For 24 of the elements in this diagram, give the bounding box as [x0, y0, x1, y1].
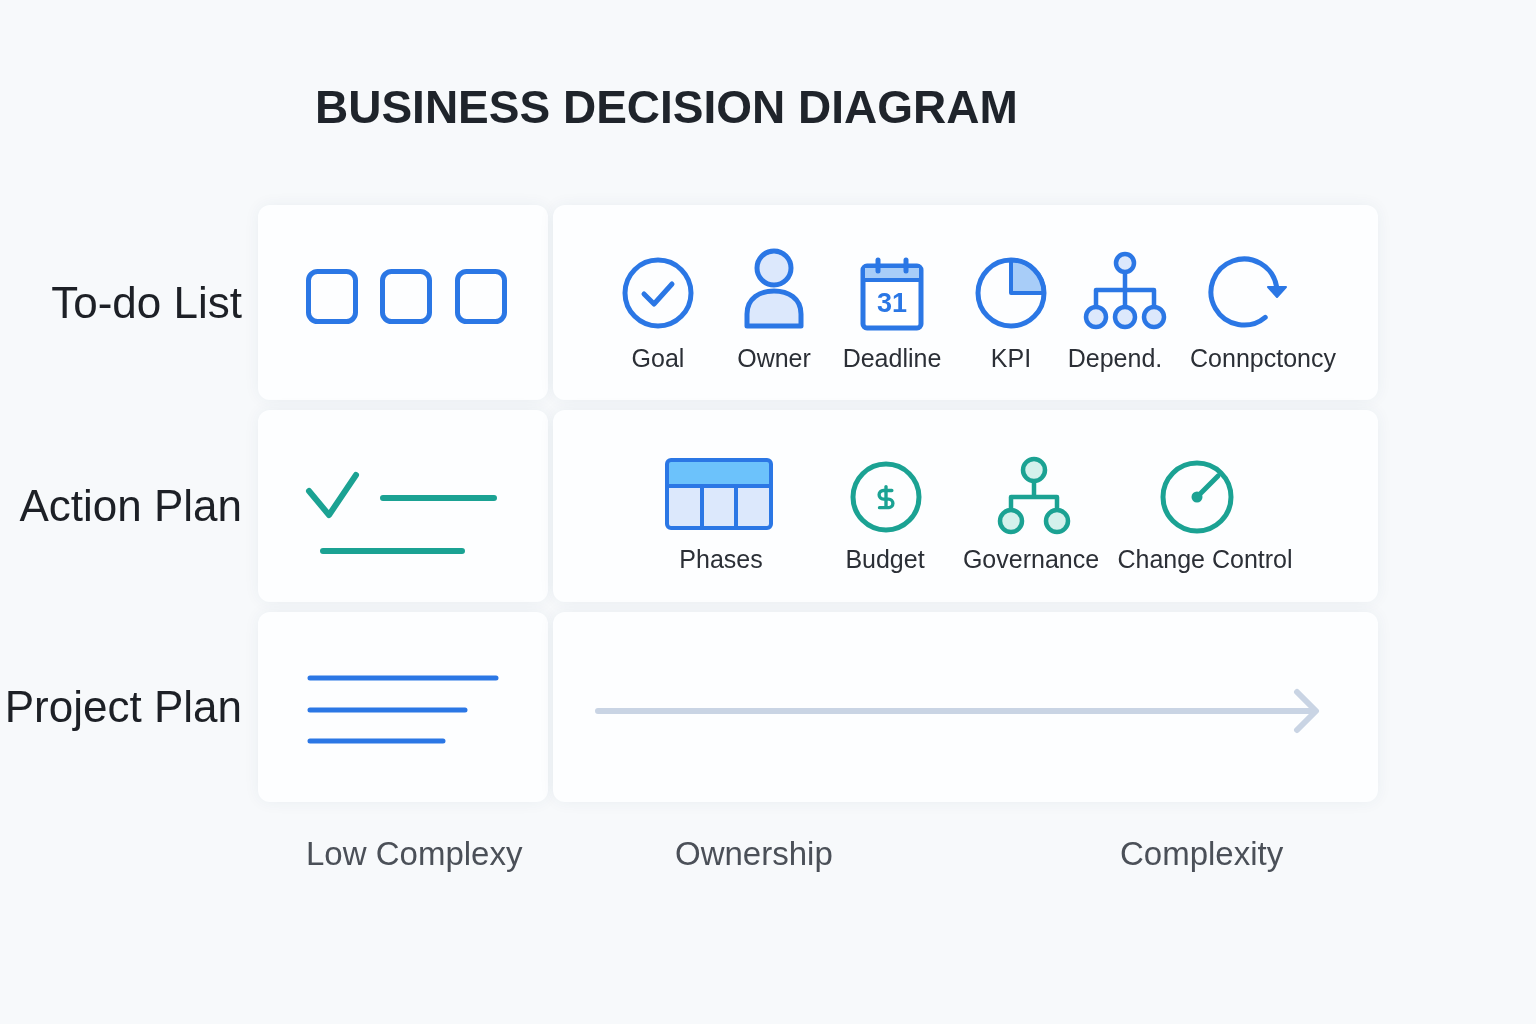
icon-caption: Governance	[962, 546, 1100, 572]
row-heading: To-do List	[51, 280, 242, 325]
calendar-date: 31	[877, 289, 907, 317]
panel-card	[258, 205, 548, 400]
icon-caption: KPI	[990, 345, 1032, 371]
icon-caption: Connpctoncy	[1190, 345, 1336, 371]
icon-caption: Goal	[631, 345, 685, 371]
row-heading: Project Plan	[4, 685, 242, 729]
icon-caption: Owner	[737, 345, 811, 371]
icon-caption: Depend.	[1067, 345, 1163, 371]
row-heading: Action Plan	[19, 484, 242, 528]
panel-card	[258, 612, 548, 802]
icon-caption: Deadline	[842, 345, 942, 371]
axis-label: Complexity	[1120, 836, 1284, 870]
icon-caption: Phases	[679, 546, 763, 572]
icon-caption: Budget	[845, 546, 925, 572]
panel-card	[553, 205, 1378, 400]
axis-label: Ownership	[675, 836, 833, 870]
panel-card	[553, 612, 1378, 802]
icon-caption: Change Control	[1117, 546, 1293, 572]
diagram-title: BUSINESS DECISION DIAGRAM	[315, 84, 1018, 130]
panel-card	[553, 410, 1378, 602]
axis-label: Low Complexy	[306, 836, 523, 870]
panel-card	[258, 410, 548, 602]
